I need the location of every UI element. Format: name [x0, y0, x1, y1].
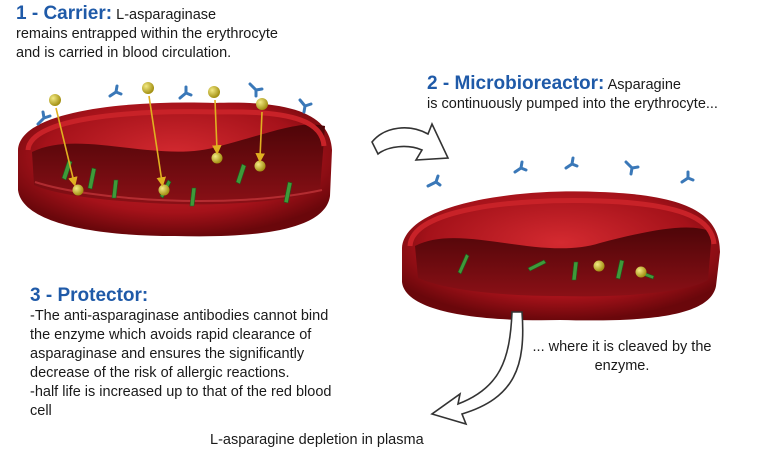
asparagine-molecules [49, 82, 647, 278]
transport-arrows [55, 95, 266, 187]
protector-line: -The anti-asparaginase antibodies cannot… [30, 308, 329, 324]
carrier-block: 1 - Carrier: L-asparaginase remains entr… [16, 4, 278, 63]
protector-line: cell [30, 403, 52, 419]
flow-arrow-top [371, 121, 450, 161]
protector-line: the enzyme which avoids rapid clearance … [30, 327, 312, 343]
protector-line: asparaginase and ensures the significant… [30, 346, 305, 362]
flow-arrow-bottom [430, 311, 524, 426]
depletion-label: L-asparagine depletion in plasma [210, 431, 424, 450]
protector-block: 3 - Protector: -The anti-asparaginase an… [30, 286, 331, 421]
erythrocyte-left [18, 102, 332, 237]
carrier-prefix: L [116, 7, 125, 23]
depletion-prefix: L [210, 432, 219, 448]
carrier-heading: 1 - Carrier: [16, 3, 113, 24]
antibody-molecules [36, 82, 695, 188]
microbioreactor-text-first: Asparagine [607, 77, 681, 93]
protector-line: decrease of the risk of allergic reactio… [30, 365, 290, 381]
cleaved-line: ... where it is cleaved by the [532, 339, 712, 355]
protector-line: -half life is increased up to that of th… [30, 384, 332, 400]
carrier-text-first: -asparaginase [124, 7, 217, 23]
protector-heading: 3 - Protector: [30, 285, 149, 306]
carrier-line: remains entrapped within the erythrocyte [16, 26, 278, 42]
depletion-text: -asparagine depletion in plasma [218, 432, 424, 448]
microbioreactor-line: is continuously pumped into the erythroc… [427, 96, 718, 112]
erythrocyte-right [402, 191, 720, 321]
carrier-line: and is carried in blood circulation. [16, 45, 232, 61]
cleaved-block: ... where it is cleaved by the enzyme. [522, 338, 722, 376]
cleaved-line: enzyme. [594, 358, 650, 374]
microbioreactor-block: 2 - Microbioreactor: Asparagine is conti… [427, 74, 718, 114]
microbioreactor-heading: 2 - Microbioreactor: [427, 73, 605, 94]
enzyme-group-left [61, 159, 293, 207]
